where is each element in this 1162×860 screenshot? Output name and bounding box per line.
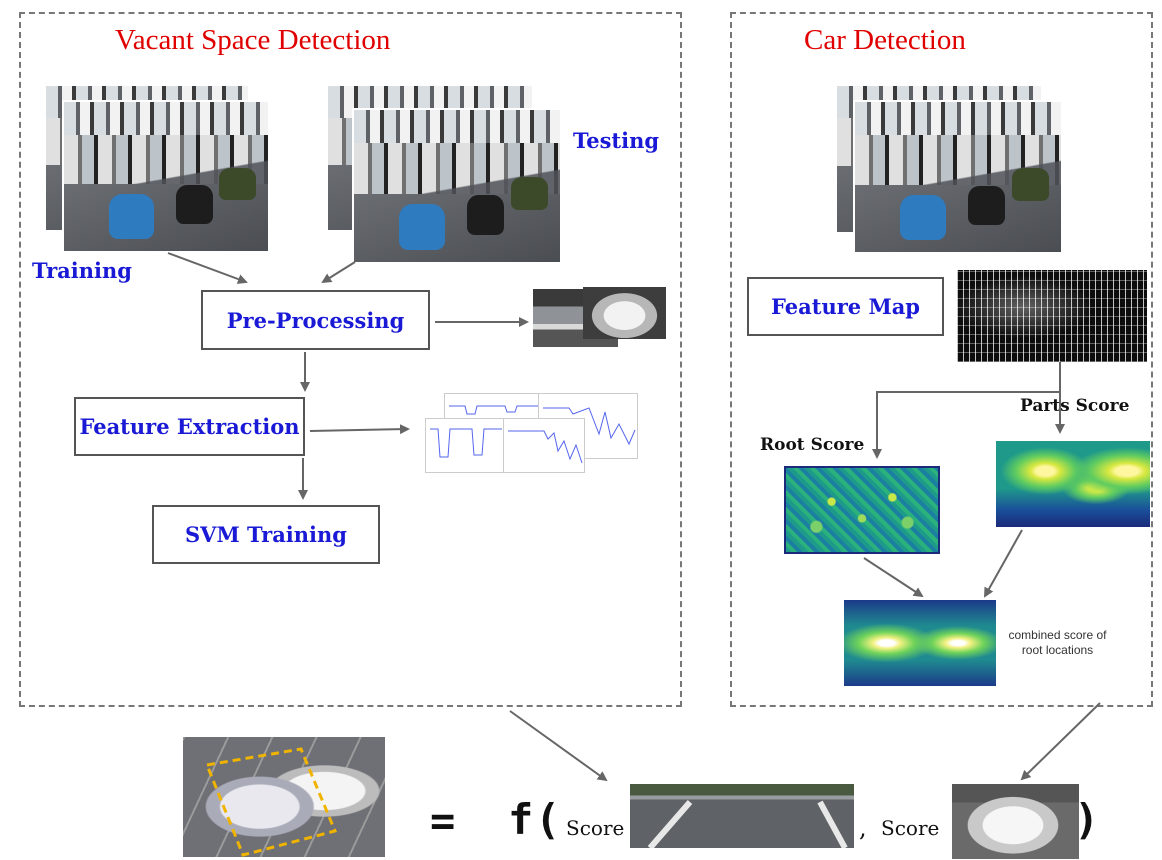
vacant-space-detection-title: Vacant Space Detection [115,24,391,56]
combined-score-heatmap [844,600,996,686]
parked-cars-photo [183,737,385,857]
parts-score-heatmap [996,441,1150,527]
svm-training-label: SVM Training [185,522,347,547]
feature-extraction-label: Feature Extraction [79,414,300,439]
comma: , [859,814,867,842]
close-parenthesis: ) [1074,795,1100,844]
car-crop [952,784,1079,859]
preprocessed-car-crop [583,287,666,339]
equals-sign: = [430,796,456,845]
feature-map-label: Feature Map [771,294,920,319]
preprocessing-box: Pre-Processing [201,290,430,350]
score-label-car: Score [881,816,940,840]
score-label-vacant: Score [566,816,625,840]
car-detection-title: Car Detection [804,24,966,56]
training-image-front [62,100,270,253]
combined-score-caption-line1: combined score of [1008,628,1107,642]
testing-label: Testing [573,128,660,153]
combined-score-caption-line2: root locations [1021,643,1094,657]
training-label: Training [32,258,132,283]
svm-training-box: SVM Training [152,505,380,564]
feature-map-box: Feature Map [747,277,944,336]
root-score-label: Root Score [760,435,865,455]
preprocessing-label: Pre-Processing [226,307,405,333]
car-detection-panel [730,12,1153,707]
parts-score-label: Parts Score [1020,396,1130,416]
combined-score-caption: combined score of root locations [1000,628,1115,658]
feature-plot-3 [425,418,505,473]
feature-extraction-box: Feature Extraction [74,397,305,456]
feature-plot-4 [503,418,585,473]
vacant-space-detection-panel [19,12,682,707]
vacant-space-crop [630,784,854,848]
hog-feature-map-image [957,270,1147,362]
function-f: f [508,795,534,844]
root-score-heatmap [784,466,940,554]
car-detection-image-front [853,100,1063,254]
open-parenthesis: ( [535,795,561,844]
testing-image-front [352,108,562,264]
